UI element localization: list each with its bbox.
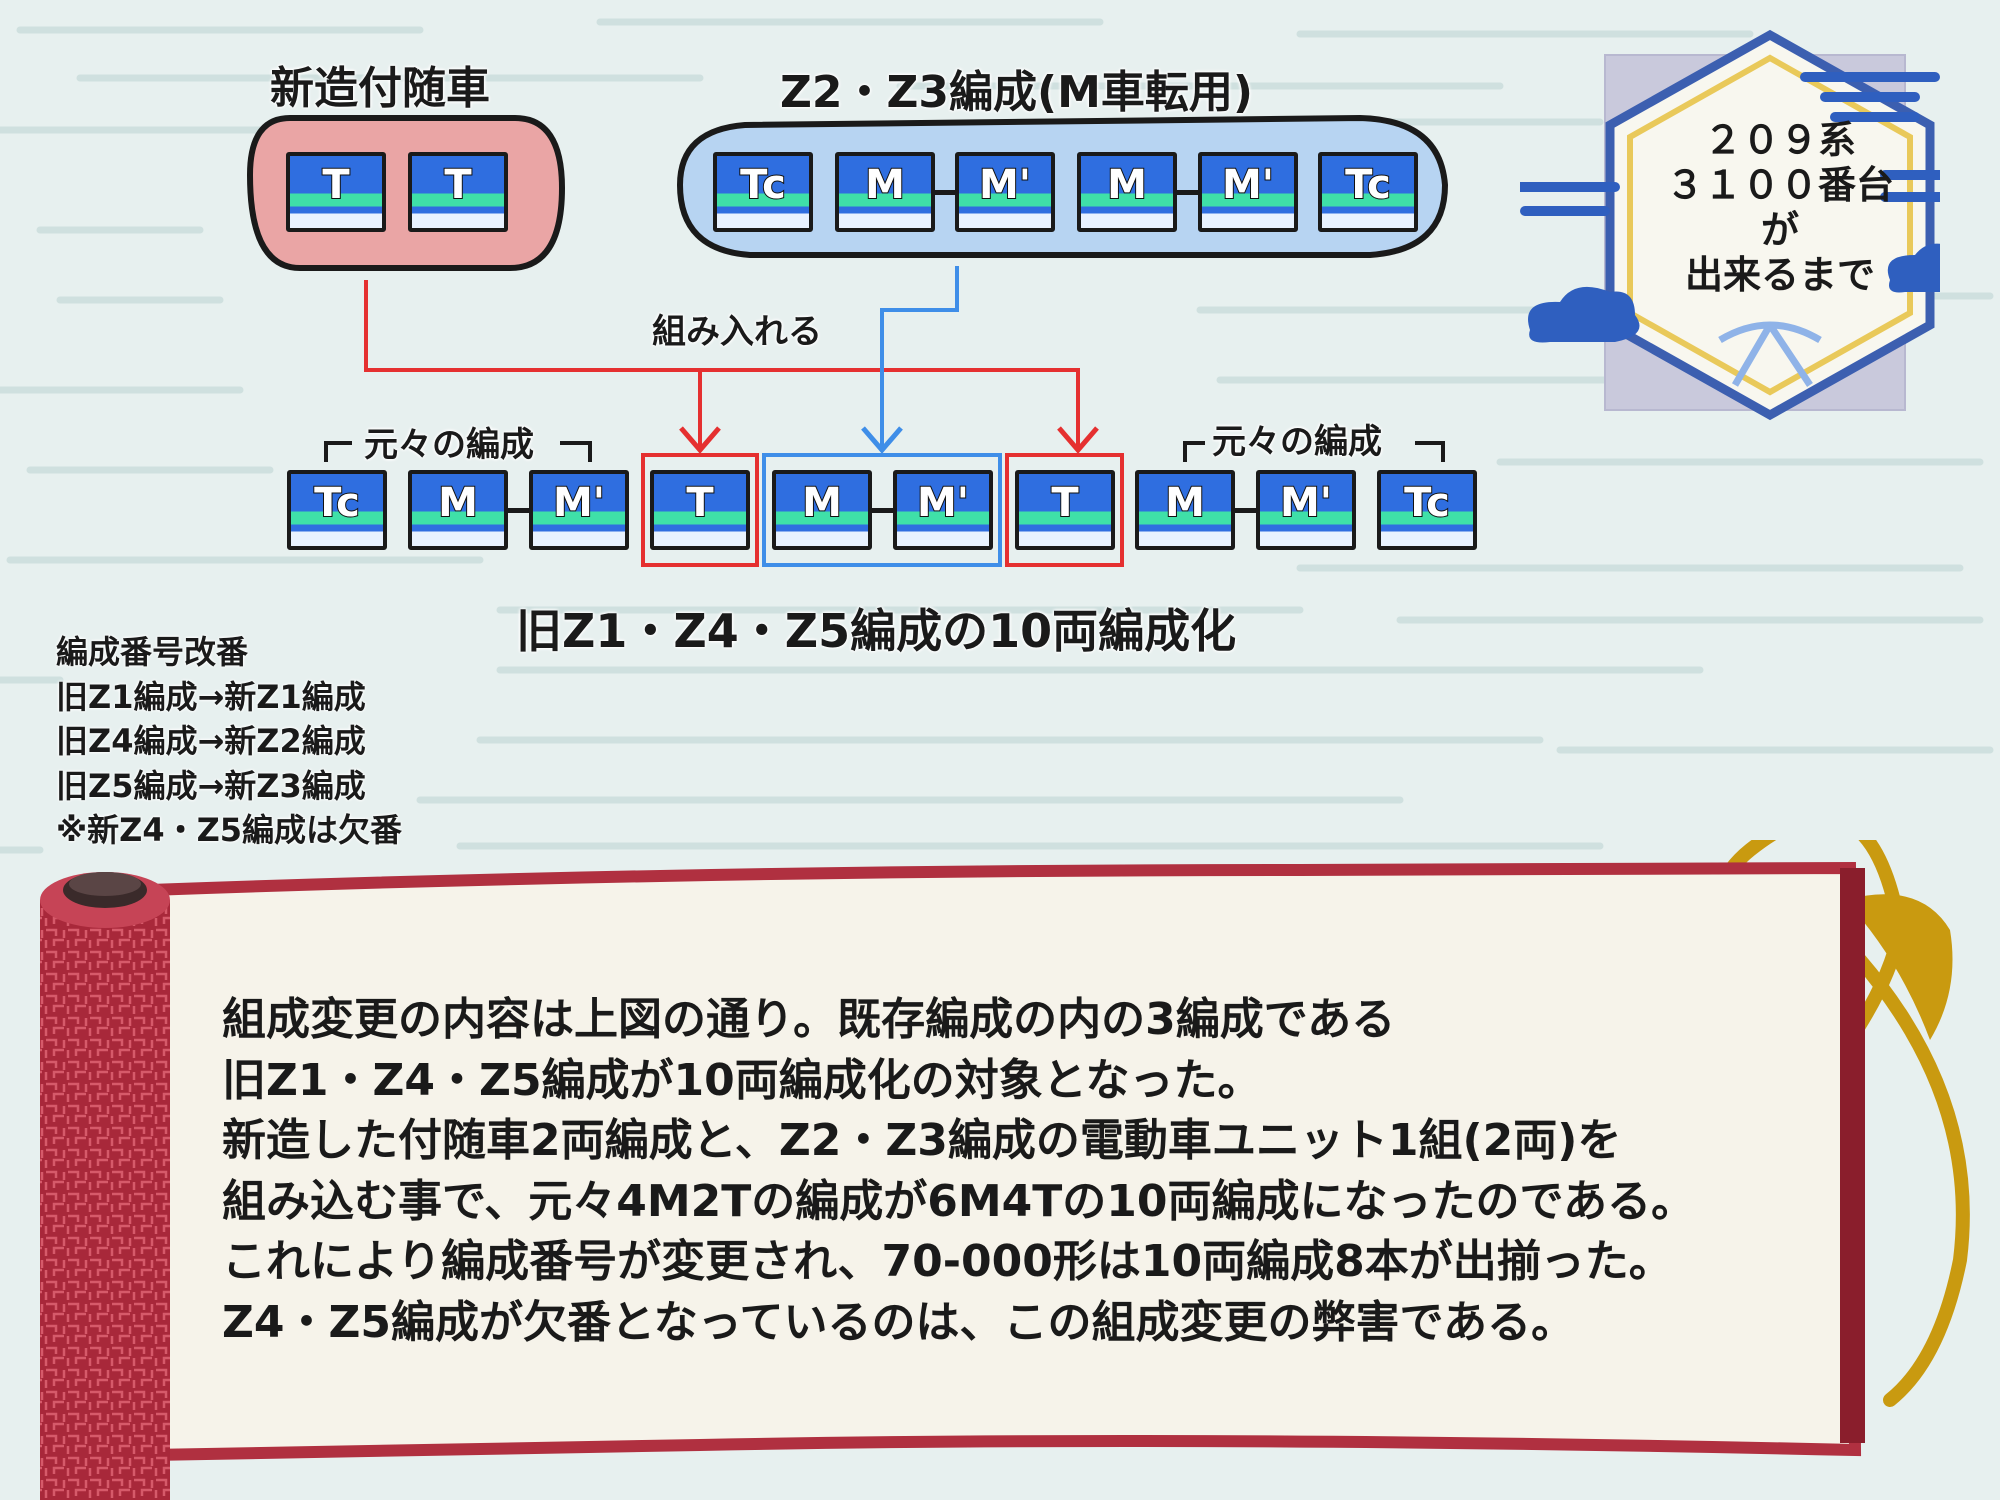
result-car: Tc	[1377, 470, 1477, 550]
badge-line: ３１００番台	[1665, 163, 1894, 207]
car-type-label: Tc	[739, 161, 787, 209]
coupler	[935, 190, 955, 195]
car-type-label: M'	[978, 161, 1032, 209]
renumbering-line: 旧Z4編成→新Z2編成	[56, 722, 366, 760]
car-type-label: M'	[552, 479, 606, 527]
scroll-line: 新造した付随車2両編成と、Z2・Z3編成の電動車ユニット1組(2両)を	[222, 1115, 1622, 1166]
coupler	[872, 508, 893, 513]
car-type-label: M	[1106, 161, 1148, 209]
renumbering-line: 編成番号改番	[56, 633, 249, 671]
car-type-label: Tc	[313, 479, 361, 527]
scroll-text: 組成変更の内容は上図の通り。既存編成の内の3編成である 旧Z1・Z4・Z5編成が…	[222, 990, 1695, 1353]
new-trailers-title: 新造付随車	[270, 63, 490, 114]
scroll-line: Z4・Z5編成が欠番となっているのは、この組成変更の弊害である。	[222, 1296, 1576, 1348]
result-car: M	[772, 470, 872, 550]
result-car: M	[408, 470, 508, 550]
scroll-line: これにより編成番号が変更され、70-000形は10両編成8本が出揃った。	[222, 1236, 1673, 1287]
renumbering-notes: 編成番号改番 旧Z1編成→新Z1編成 旧Z4編成→新Z2編成 旧Z5編成→新Z3…	[56, 630, 402, 853]
car-type-label: M	[864, 161, 906, 209]
donor-car: M'	[1198, 152, 1298, 232]
inserted-trailer-box	[1005, 453, 1124, 567]
car-type-label: M	[801, 479, 843, 527]
original-right-label: 元々の編成	[1212, 422, 1382, 462]
car-type-label: M'	[916, 479, 970, 527]
badge-cloud-right	[1887, 243, 1940, 293]
renumbering-line: 旧Z5編成→新Z3編成	[56, 766, 366, 805]
donor-car: M'	[955, 152, 1055, 232]
donor-car: M	[1077, 152, 1177, 232]
coupler	[1235, 508, 1256, 513]
car-type-label: T	[685, 479, 714, 527]
badge-line: ２０９系	[1703, 118, 1856, 162]
car-type-label: Tc	[1403, 479, 1451, 527]
renumbering-line: 旧Z1編成→新Z1編成	[56, 677, 366, 716]
car-type-label: T	[321, 161, 350, 209]
scroll-paper	[144, 861, 1862, 1462]
badge-title: ２０９系 ３１００番台 が 出来るまで	[1630, 118, 1930, 298]
scroll	[40, 840, 1970, 1500]
car-type-label: Tc	[1344, 161, 1392, 209]
result-car: T	[1015, 470, 1115, 550]
car-type-label: M	[437, 479, 479, 527]
inserted-motor-unit-box	[762, 453, 1002, 567]
original-left-label: 元々の編成	[364, 425, 534, 465]
result-title: 旧Z1・Z4・Z5編成の10両編成化	[516, 604, 1237, 658]
donor-car: Tc	[1318, 152, 1418, 232]
result-car: M	[1135, 470, 1235, 550]
scroll-line: 旧Z1・Z4・Z5編成が10両編成化の対象となった。	[222, 1054, 1262, 1106]
donor-car: M	[835, 152, 935, 232]
donor-car: Tc	[713, 152, 813, 232]
car-type-label: T	[1050, 479, 1079, 527]
car-type-label: M'	[1221, 161, 1275, 209]
coupler	[1177, 190, 1198, 195]
new-trailer-car: T	[286, 152, 386, 232]
scroll-line: 組成変更の内容は上図の通り。既存編成の内の3編成である	[222, 994, 1396, 1045]
badge-cloud-left	[1528, 286, 1640, 343]
result-car: M'	[529, 470, 629, 550]
inserted-trailer-box	[641, 453, 759, 567]
title-badge	[1520, 29, 1940, 421]
car-type-label: M	[1164, 479, 1206, 527]
result-car: Tc	[287, 470, 387, 550]
renumbering-line: ※新Z4・Z5編成は欠番	[56, 811, 403, 849]
car-type-label: T	[443, 161, 472, 209]
new-trailer-car: T	[408, 152, 508, 232]
car-type-label: M'	[1279, 479, 1333, 527]
badge-line: が	[1760, 208, 1799, 252]
result-car: T	[650, 470, 750, 550]
scroll-line: 組み込む事で、元々4M2Tの編成が6M4Tの10両編成になったのである。	[222, 1175, 1696, 1227]
insert-label: 組み入れる	[652, 312, 822, 352]
badge-line: 出来るまで	[1684, 253, 1875, 297]
coupler	[508, 508, 529, 513]
result-car: M'	[893, 470, 993, 550]
donor-set-title: Z2・Z3編成(M車転用)	[780, 67, 1254, 118]
result-car: M'	[1256, 470, 1356, 550]
